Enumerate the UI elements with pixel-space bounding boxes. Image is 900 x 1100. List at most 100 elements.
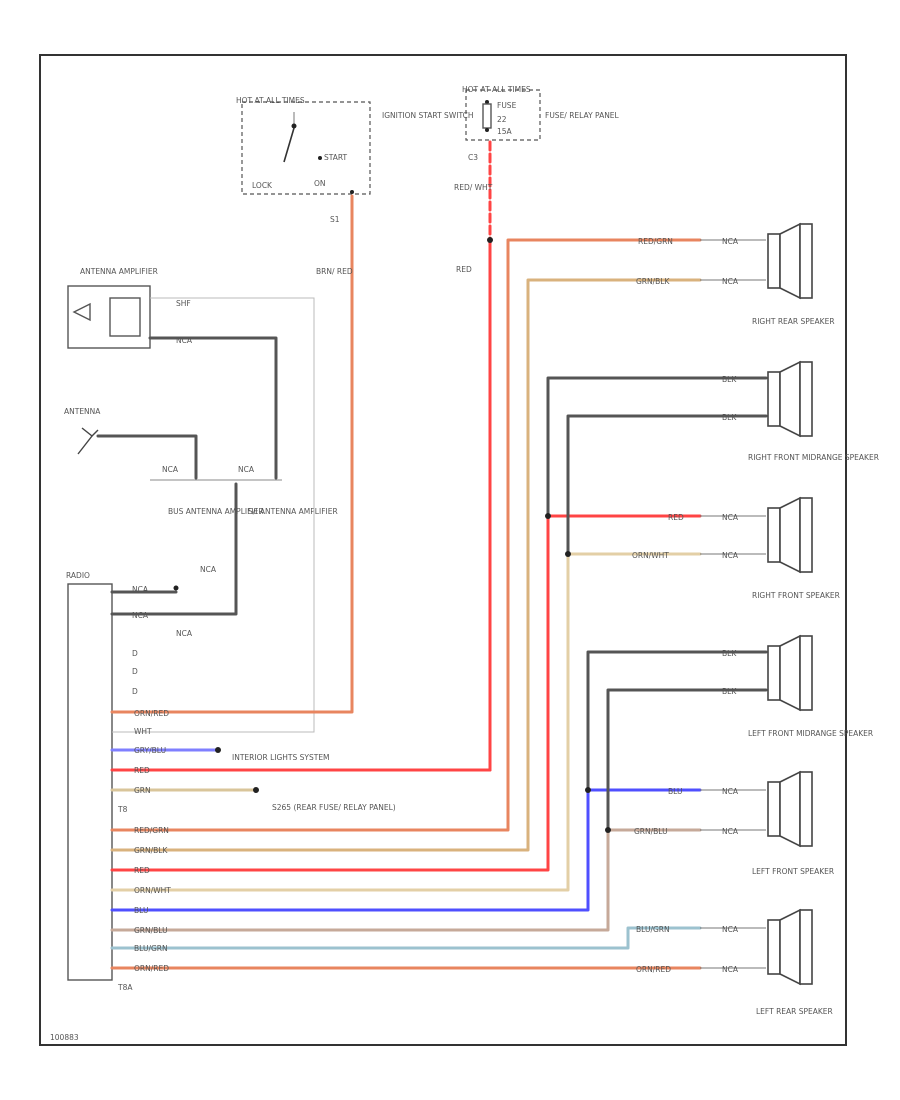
s265-label: S265 (REAR FUSE/ RELAY PANEL) xyxy=(272,803,396,812)
ignition-switch-box xyxy=(241,101,371,195)
lf-speaker-label: LEFT FRONT SPEAKER xyxy=(752,867,834,876)
ignition-output-pin xyxy=(350,190,354,194)
radio-label: RADIO xyxy=(66,571,90,580)
lf-pin-2: NCA xyxy=(722,827,739,836)
rfm-speaker-rim xyxy=(799,361,813,437)
antenna: ANTENNA xyxy=(64,407,101,455)
rfm-wire-2: BLK xyxy=(722,413,737,422)
right-front-speaker: RED ORN/WHT NCA NCA RIGHT FRONT SPEAKER xyxy=(632,496,840,600)
lr-speaker-cone xyxy=(779,908,801,986)
blu-label: BLU xyxy=(134,906,148,915)
nca-label-2: NCA xyxy=(162,465,179,474)
fuse-amp: 15A xyxy=(497,127,513,136)
wire-rfm-blk-1 xyxy=(546,376,768,518)
si-antenna-amp-label: S/I ANTENNA AMPLIFIER xyxy=(248,507,338,516)
grn-blu-label: GRN/BLU xyxy=(134,926,168,935)
ignition-start-label: START xyxy=(324,153,348,162)
nca-label-1: NCA xyxy=(176,336,193,345)
fuse-relay-panel-label: FUSE/ RELAY PANEL xyxy=(545,111,620,120)
s265-dot xyxy=(253,787,259,793)
right-rear-speaker: RED/GRN GRN/BLK NCA NCA RIGHT REAR SPEAK… xyxy=(636,222,835,326)
wht-label: WHT xyxy=(134,727,152,736)
antenna-amplifier: ANTENNA AMPLIFIER SHF NCA xyxy=(67,267,193,349)
lr-pin-2: NCA xyxy=(722,965,739,974)
lr-speaker-magnet xyxy=(767,919,781,975)
rfm-speaker-cone xyxy=(779,360,801,438)
rr-speaker-rim xyxy=(799,223,813,299)
wire-blu xyxy=(110,788,702,912)
brn-red-label: BRN/ RED xyxy=(316,267,353,276)
fuse-relay-panel: HOT AT ALL TIMES FUSE 22 15A FUSE/ RELAY… xyxy=(462,85,620,162)
radio-pin-d3: D xyxy=(132,687,138,696)
lf-wire-2: GRN/BLU xyxy=(634,827,668,836)
fuse-hot-label: HOT AT ALL TIMES xyxy=(462,85,531,94)
diagram-frame xyxy=(39,54,847,1046)
wire-rfm-blk-2 xyxy=(566,414,768,556)
lf-speaker-magnet xyxy=(767,781,781,837)
left-rear-speaker: BLU/GRN ORN/RED NCA NCA LEFT REAR SPEAKE… xyxy=(636,908,833,1016)
orn-red-2-label: ORN/RED xyxy=(134,964,169,973)
wire-brn-red xyxy=(110,194,354,714)
left-front-midrange-speaker: BLK BLK LEFT FRONT MIDRANGE SPEAKER xyxy=(722,634,873,738)
lr-speaker-rim xyxy=(799,909,813,985)
lf-splice-1 xyxy=(585,787,591,793)
antenna-amp-module xyxy=(109,297,141,337)
fuse-box xyxy=(465,89,541,141)
wire-red-fuse-dashed xyxy=(110,140,492,772)
lfm-speaker-cone xyxy=(779,634,801,712)
lr-wire-1: BLU/GRN xyxy=(636,925,670,934)
gry-blu-label: GRY/BLU xyxy=(134,746,166,755)
shield-line xyxy=(112,297,315,733)
rr-speaker-magnet xyxy=(767,233,781,289)
red-splice-dot xyxy=(487,237,493,243)
ignition-fuse-label: HOT AT ALL TIMES xyxy=(236,96,305,105)
lfm-speaker-label: LEFT FRONT MIDRANGE SPEAKER xyxy=(748,729,873,738)
wire-lfm-blk-2 xyxy=(606,688,768,832)
antenna-amp-label: ANTENNA AMPLIFIER xyxy=(80,267,158,276)
rr-wire-2: GRN/BLK xyxy=(636,277,670,286)
lf-splice-2 xyxy=(605,827,611,833)
red-grn-label: RED/GRN xyxy=(134,826,169,835)
blu-grn-label: BLU/GRN xyxy=(134,944,168,953)
wire-red-grn xyxy=(110,238,702,832)
shf-label: SHF xyxy=(176,299,191,308)
radio: RADIO T8 T8A NCA NCA NCA NCA xyxy=(66,565,217,992)
rf-pin-2: NCA xyxy=(722,551,739,560)
ignition-switch-label: IGNITION START SWITCH xyxy=(382,111,473,120)
wire-radio-nca-2 xyxy=(110,482,238,616)
ignition-lock-label: LOCK xyxy=(252,181,273,190)
radio-connector-t8: T8 xyxy=(117,805,128,814)
wire-red-fuse xyxy=(110,238,492,772)
antenna-label: ANTENNA xyxy=(64,407,101,416)
radio-nca-top: NCA xyxy=(200,565,217,574)
ignition-switch: HOT AT ALL TIMES IGNITION START SWITCH S… xyxy=(236,96,473,224)
bus-antenna-amp-label: BUS ANTENNA AMPLIFIER xyxy=(168,507,264,516)
rr-speaker-label: RIGHT REAR SPEAKER xyxy=(752,317,835,326)
interior-lights-label: INTERIOR LIGHTS SYSTEM xyxy=(232,753,330,762)
footer-id: 100883 xyxy=(50,1033,79,1042)
lfm-speaker-rim xyxy=(799,635,813,711)
wire-antenna-nca xyxy=(96,434,198,480)
rr-pin-1: NCA xyxy=(722,237,739,246)
wire-blu-grn xyxy=(110,926,702,950)
lfm-speaker-magnet xyxy=(767,645,781,701)
grn-blk-label: GRN/BLK xyxy=(134,846,168,855)
left-front-speaker: BLU GRN/BLU NCA NCA LEFT FRONT SPEAKER xyxy=(634,770,834,876)
rf-speaker-rim xyxy=(799,497,813,573)
fuse-top-pin xyxy=(485,100,489,104)
rfm-wire-1: BLK xyxy=(722,375,737,384)
lr-speaker-label: LEFT REAR SPEAKER xyxy=(756,1007,833,1016)
fuse-connector-label: C3 xyxy=(468,153,478,162)
rf-speaker-cone xyxy=(779,496,801,574)
wire-grn-blk xyxy=(110,278,702,852)
antenna-symbol-tip xyxy=(91,429,99,437)
lr-wire-2: ORN/RED xyxy=(636,965,671,974)
radio-nca-dot xyxy=(173,585,179,591)
ignition-pivot xyxy=(291,123,297,129)
interior-lights-dot xyxy=(215,747,221,753)
lf-speaker-cone xyxy=(779,770,801,848)
radio-pin-d2: D xyxy=(132,667,138,676)
orn-wht-label: ORN/WHT xyxy=(134,886,171,895)
red-3-label: RED xyxy=(134,866,150,875)
